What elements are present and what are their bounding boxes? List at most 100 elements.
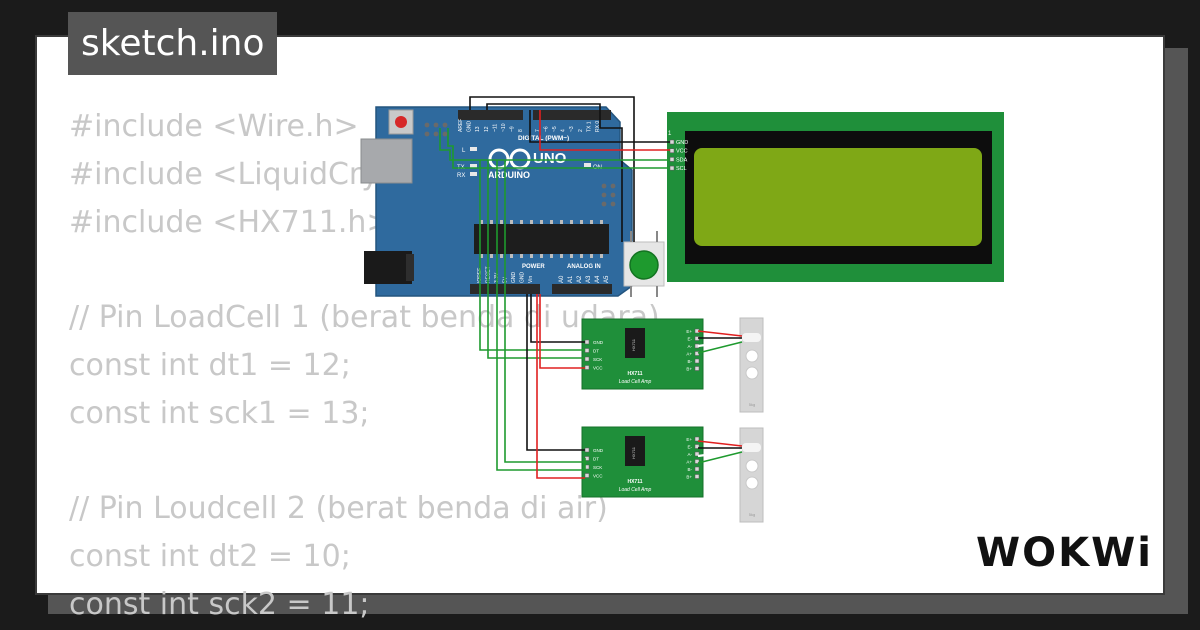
digital-pin-label: TX 1 — [586, 121, 592, 132]
hx711-pin[interactable] — [584, 473, 590, 478]
digital-header-right — [533, 110, 611, 120]
lcd-pin[interactable] — [669, 148, 675, 153]
lcd-pin[interactable] — [669, 165, 675, 171]
wire-hx1-sck — [487, 160, 585, 359]
wire-hx2-sck — [504, 160, 585, 463]
hx711-pin-label: SCK — [593, 465, 602, 470]
wokwi-logo[interactable]: WOKWi — [976, 528, 1151, 576]
hx711-pin[interactable] — [584, 365, 590, 370]
hx711-pin-label: DT — [593, 349, 599, 354]
svg-text:HX711: HX711 — [631, 338, 636, 351]
digital-pin-label: 13 — [475, 126, 481, 132]
hx711-pin-label: VCC — [593, 366, 603, 371]
hx711-pin-label: E+ — [686, 329, 692, 334]
sketch-title[interactable]: sketch.ino — [68, 12, 278, 75]
hx711-pin-label: E- — [688, 337, 693, 342]
digital-pin-label: ~11 — [492, 124, 498, 132]
button-cap[interactable] — [629, 250, 659, 280]
hx711-pin-label: SCK — [593, 357, 602, 362]
atmega-chip — [474, 224, 609, 254]
hx711-pin-label: VCC — [593, 474, 603, 479]
lcd-pin-label: VCC — [676, 149, 688, 155]
load-cell-capacity: 5kg — [749, 512, 755, 517]
lcd-pin[interactable] — [669, 157, 675, 162]
hx711-pin-label: A- — [688, 344, 693, 349]
digital-pin-label: RX 0 — [595, 121, 601, 132]
wire-lcd-sda — [439, 128, 670, 161]
load-cell-1: 5kg — [739, 317, 764, 413]
lcd-pin-label: GND — [676, 140, 688, 146]
analog-header — [552, 284, 612, 294]
digital-pin-label: ~6 — [543, 126, 549, 132]
code-line: // Pin Loudcell 2 (berat benda di air) — [69, 491, 608, 527]
digital-pin-label: 8 — [518, 129, 524, 132]
code-line: // Pin LoadCell 1 (berat benda di udara) — [69, 300, 660, 336]
analog-pin-label: A3 — [586, 275, 592, 283]
hx711-subtitle: Load Cell Amp — [619, 379, 652, 385]
hx711-pin-label: A- — [688, 452, 693, 457]
analog-pin-label: A2 — [577, 275, 583, 283]
code-line: const int sck2 = 11; — [69, 586, 370, 622]
code-line: const int dt2 = 10; — [69, 539, 351, 575]
hx711-pin[interactable] — [694, 436, 700, 442]
reset-button[interactable] — [395, 116, 407, 128]
digital-pin-label: ~10 — [501, 123, 507, 132]
digital-pin-label: AREF — [458, 119, 464, 132]
code-line: const int sck1 = 13; — [69, 395, 370, 431]
hx711-pin[interactable] — [584, 447, 590, 453]
load-cell-2: 5kg — [739, 427, 764, 523]
wire-lcd-vcc — [539, 110, 670, 151]
power-header-label: POWER — [522, 264, 545, 270]
hx711-pin[interactable] — [694, 358, 700, 364]
usb-port — [360, 138, 413, 184]
lcd-screen — [694, 148, 982, 246]
lcd-pin[interactable] — [669, 139, 675, 145]
wire-hx1-gnd — [530, 294, 585, 343]
hx711-pin[interactable] — [584, 348, 590, 353]
code-line: const int dt1 = 12; — [69, 347, 351, 383]
hx711-title: HX711 — [627, 371, 642, 377]
analog-pin-label: A1 — [568, 275, 574, 283]
hx711-pin-label: B+ — [686, 475, 692, 480]
digital-pin-label: GND — [467, 121, 473, 133]
hx711-pin[interactable] — [694, 444, 700, 449]
power-jack — [364, 251, 412, 284]
wire-lcd-gnd — [529, 110, 670, 143]
hx711-pin[interactable] — [694, 474, 700, 479]
hx711-pin-label: B- — [688, 359, 693, 364]
analog-header-label: ANALOG IN — [567, 264, 601, 270]
hx711-pin-label: A+ — [686, 460, 692, 465]
power-pin-label: GND — [520, 272, 526, 284]
wire-hx2-vcc — [536, 294, 585, 479]
hx711-pin[interactable] — [584, 339, 590, 345]
l-led-label: L — [462, 148, 466, 154]
hx711-subtitle: Load Cell Amp — [619, 487, 652, 493]
wire-button-gnd — [469, 96, 635, 242]
power-pin-label: GND — [511, 272, 517, 284]
hx711-pin[interactable] — [694, 451, 700, 457]
hx711-pin[interactable] — [694, 366, 700, 371]
hx711-pin[interactable] — [584, 356, 590, 362]
hx711-chip — [625, 328, 645, 358]
digital-pin-label: ~3 — [569, 126, 575, 132]
hx711-title: HX711 — [627, 479, 642, 485]
arduino-brand-label: ARDUINO — [488, 170, 530, 180]
digital-header-label: DIGITAL (PWM~) — [518, 135, 569, 142]
arduino-model-label: UNO — [533, 150, 567, 167]
hx711-pin[interactable] — [694, 466, 700, 472]
digital-pin-label: 12 — [484, 126, 490, 132]
push-button[interactable] — [623, 231, 665, 297]
hx711-pin-label: DT — [593, 457, 599, 462]
rx-led-label: RX — [457, 173, 465, 179]
on-led — [584, 163, 591, 167]
svg-text:HX711: HX711 — [631, 446, 636, 459]
hx711-pin-label: E- — [688, 445, 693, 450]
analog-pin-label: A0 — [559, 275, 565, 283]
hx711-pin[interactable] — [694, 459, 700, 464]
hx711-pin-label: B- — [688, 467, 693, 472]
digital-pin-label: 7 — [535, 129, 541, 132]
